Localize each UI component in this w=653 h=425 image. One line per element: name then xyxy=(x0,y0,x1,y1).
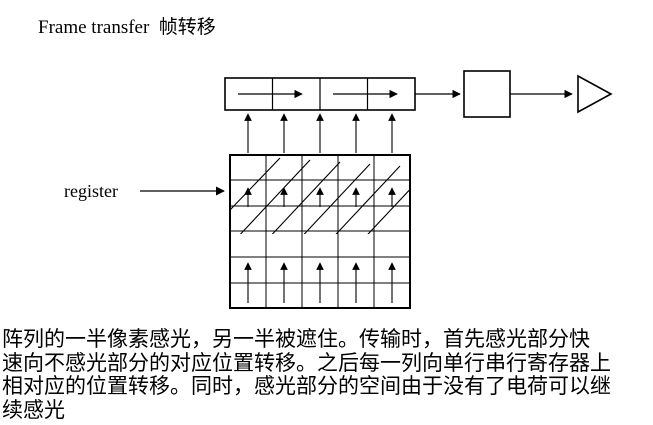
register-label: register xyxy=(64,181,118,201)
caption-line: 速向不感光部分的对应位置转移。之后每一列向单行串行寄存器上 xyxy=(2,350,611,375)
caption-line: 阵列的一半像素感光，另一半被遮住。传输时，首先感光部分快 xyxy=(2,327,590,351)
output-node-box xyxy=(463,70,511,118)
page-title: Frame transfer 帧转移 xyxy=(38,17,216,38)
output-chain xyxy=(415,70,613,118)
ccd-array xyxy=(229,154,411,309)
photosensitive-region-transfer-arrows xyxy=(244,262,396,303)
caption: 阵列的一半像素感光，另一半被遮住。传输时，首先感光部分快 速向不感光部分的对应位… xyxy=(2,327,651,422)
serial-register xyxy=(224,77,416,111)
array-to-register-arrows xyxy=(244,113,396,153)
masked-region-charge-arrows xyxy=(244,187,396,207)
frame-transfer-diagram xyxy=(140,70,613,309)
shield-hatch-lines xyxy=(231,157,409,234)
caption-line: 相对应的位置转移。同时，感光部分的空间由于没有了电荷可以继 xyxy=(2,374,611,398)
amplifier-triangle xyxy=(577,74,613,114)
caption-line: 续感光 xyxy=(2,397,65,422)
